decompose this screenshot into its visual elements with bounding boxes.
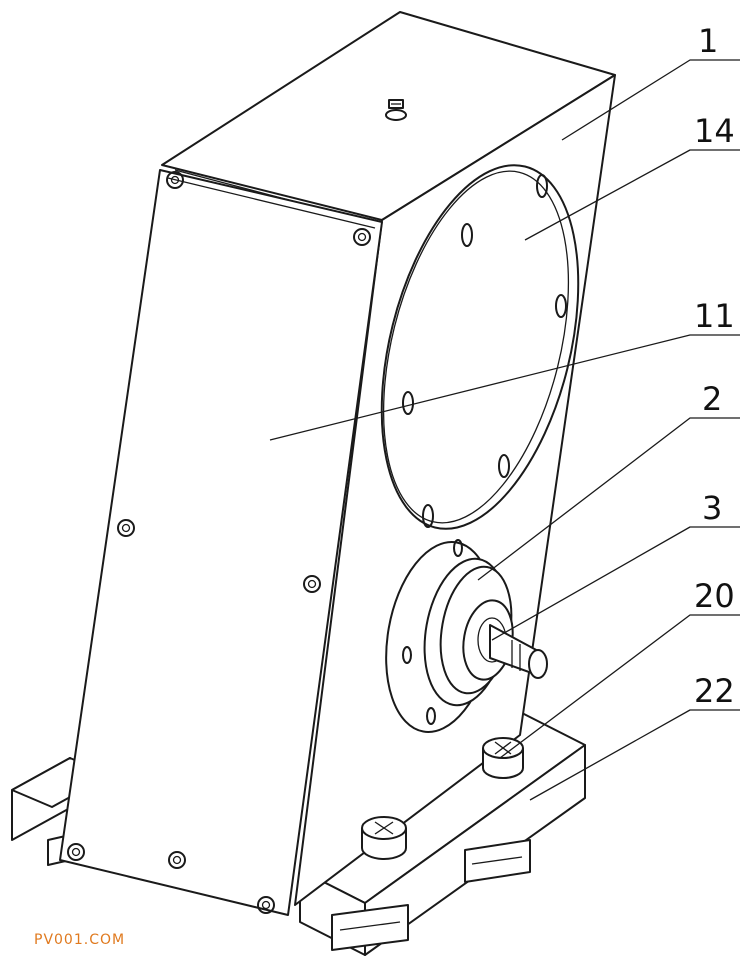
leader-lines — [269, 59, 740, 801]
base-mounting-bolt — [361, 816, 407, 860]
cover-bolt — [67, 171, 371, 914]
output-flange — [385, 539, 514, 733]
flange-bolt — [402, 539, 463, 725]
output-shaft — [489, 624, 548, 679]
callout-label-20: 20 — [694, 577, 735, 615]
callout-label-11: 11 — [694, 297, 735, 335]
vent-screw — [385, 99, 407, 121]
front-cover-plate — [59, 169, 383, 916]
callout-label-14: 14 — [694, 112, 735, 150]
callout-label-1: 1 — [698, 22, 718, 60]
base-mounting-bolt — [482, 737, 524, 779]
callout-label-2: 2 — [702, 380, 722, 418]
callout-label-3: 3 — [702, 489, 722, 527]
side-cover-bolt — [402, 174, 567, 528]
callout-label-22: 22 — [694, 672, 735, 710]
round-side-cover — [380, 164, 580, 530]
watermark: PV001.COM — [34, 932, 126, 948]
